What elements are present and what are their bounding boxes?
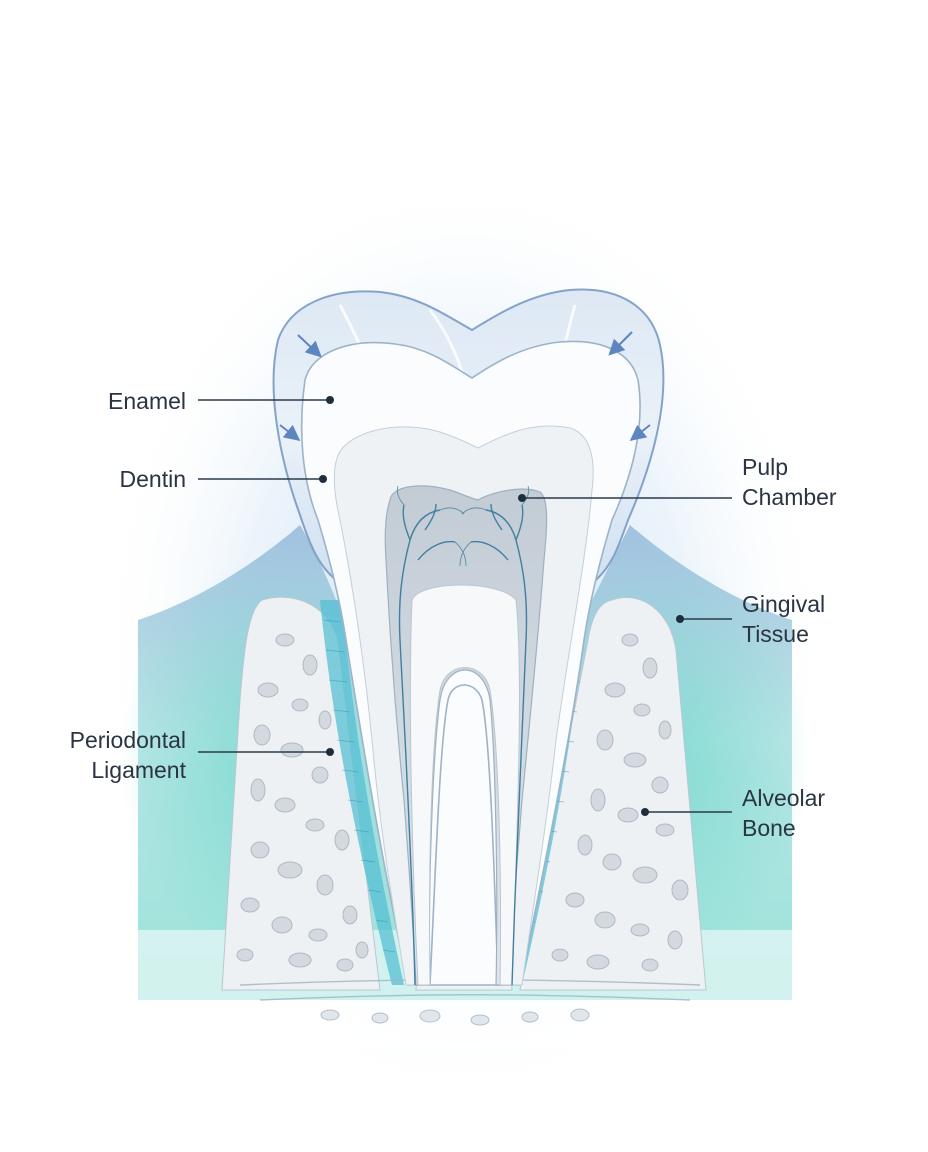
label-gingival-tissue-line2: Tissue — [742, 621, 809, 647]
dot-periodontal-ligament — [326, 748, 334, 756]
pulp-nerves-fine — [396, 485, 530, 567]
dot-enamel — [326, 396, 334, 404]
label-enamel: Enamel — [108, 388, 186, 414]
dot-pulp-chamber — [518, 494, 526, 502]
pulp-inner-core — [409, 584, 520, 986]
base-pores — [320, 1008, 590, 1026]
dot-alveolar-bone — [641, 808, 649, 816]
label-periodontal-ligament-line1: Periodontal — [70, 727, 186, 753]
label-periodontal-ligament-line2: Ligament — [91, 757, 186, 783]
enamel-arrows — [279, 331, 651, 441]
bone-pores-left — [236, 633, 369, 972]
dot-dentin — [319, 475, 327, 483]
label-dentin: Dentin — [120, 466, 186, 492]
label-gingival-tissue-line1: Gingival — [742, 591, 825, 617]
pulp-nerves — [398, 503, 528, 986]
periodontal-ligament-left — [320, 600, 404, 985]
label-alveolar-bone-line1: Alveolar — [742, 785, 825, 811]
bone-pores-right — [551, 633, 689, 972]
dot-gingival-tissue — [676, 615, 684, 623]
label-pulp-chamber-line2: Chamber — [742, 484, 837, 510]
label-alveolar-bone-line2: Bone — [742, 815, 796, 841]
leaders — [198, 396, 732, 816]
alveolar-bone-right — [519, 596, 707, 991]
label-pulp-chamber-line1: Pulp — [742, 454, 788, 480]
